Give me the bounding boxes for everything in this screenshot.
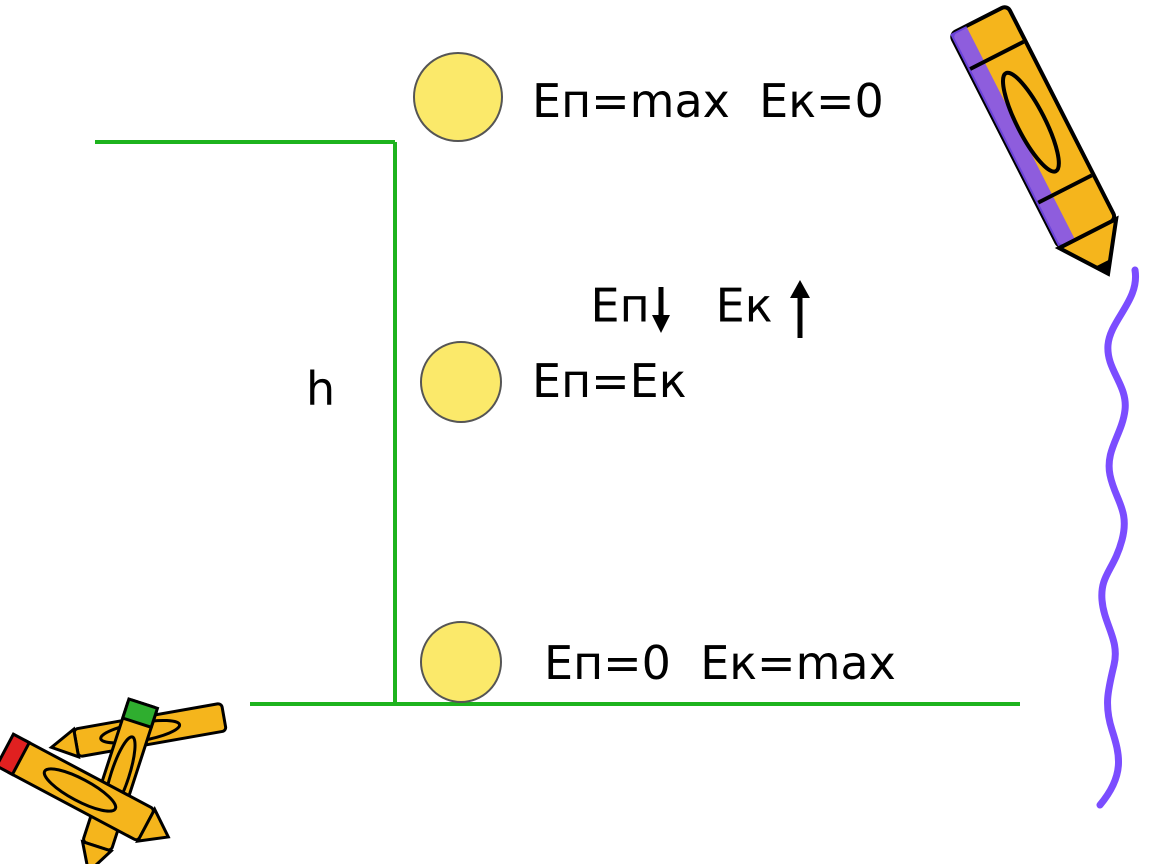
label-energy-change: Еп Ек [532, 232, 813, 386]
pencils-bottom-left-icon [0, 697, 228, 864]
label-ek: Ек [715, 278, 773, 333]
label-middle-energy: Еп=Ек [532, 354, 687, 408]
ball-middle [420, 341, 502, 423]
ball-bottom [420, 621, 502, 703]
ball-top [413, 52, 503, 142]
label-height: h [306, 362, 336, 416]
label-top-energy: Еп=max Ек=0 [532, 74, 884, 128]
label-bottom-energy: Еп=0 Ек=max [544, 636, 896, 690]
cliff-lines [95, 140, 1020, 706]
pencil-top-right-icon [950, 5, 1119, 277]
arrow-up-icon [789, 280, 810, 338]
label-ep: Еп [590, 278, 650, 333]
squiggle-decoration [1096, 266, 1140, 809]
arrow-down-icon [651, 287, 670, 333]
